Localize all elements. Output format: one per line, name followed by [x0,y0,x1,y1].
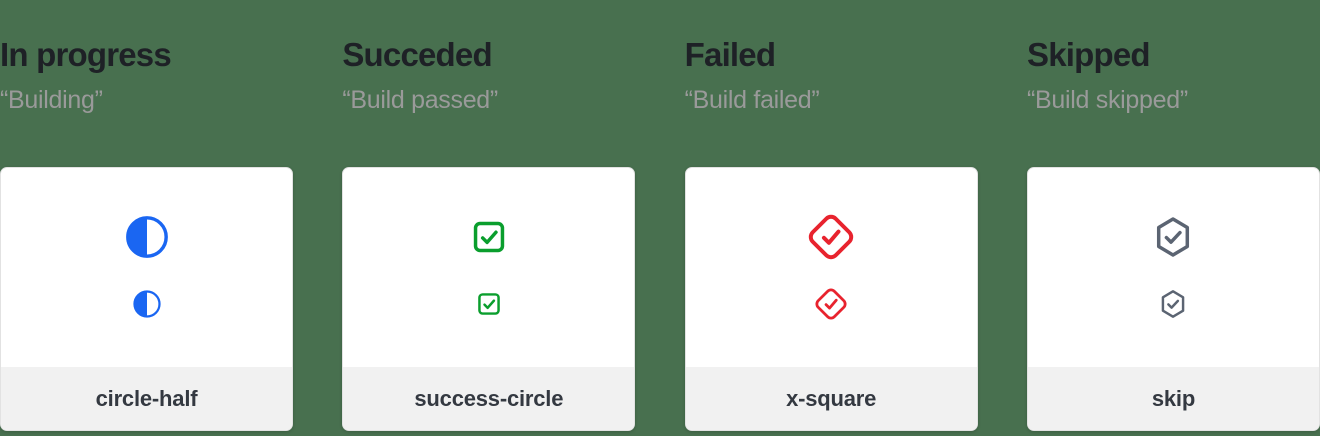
status-column-skipped: Skipped “Build skipped” skip [1026,0,1320,431]
status-title: In progress [0,36,172,73]
circle-half-icon-small [132,289,162,319]
status-subtitle: “Build failed” [684,86,820,114]
status-title: Succeded [342,36,492,73]
check-square-icon-small [475,291,502,318]
icon-name-label: skip [1151,385,1196,411]
circle-half-icon [124,214,170,260]
icon-name-label: circle-half [95,385,198,411]
check-diamond-icon [806,212,856,262]
icon-preview-area [1,168,292,367]
status-title: Skipped [1026,36,1151,73]
status-column-in-progress: In progress “Building” circle- [0,0,293,431]
status-subtitle: “Building” [0,86,103,114]
icon-name-label: success-circle [414,385,564,411]
status-column-succeeded: Succeded “Build passed” succes [342,0,636,431]
icon-card: skip [1026,167,1320,431]
check-diamond-icon-small [814,287,849,322]
status-column-failed: Failed “Build failed” x-square [684,0,978,431]
status-title: Failed [684,36,776,73]
check-hexagon-icon [1151,215,1195,259]
status-subtitle: “Build passed” [342,86,498,114]
icon-name-footer: circle-half [1,367,292,430]
icon-preview-area [1028,168,1319,367]
check-square-icon [470,218,508,256]
icon-name-footer: x-square [685,367,977,430]
icon-name-footer: skip [1027,367,1319,430]
status-subtitle: “Build skipped” [1026,86,1188,114]
icon-preview-area [343,168,634,367]
icon-card: success-circle [342,167,636,431]
icon-card: x-square [684,167,978,431]
icon-name-label: x-square [786,385,877,411]
check-hexagon-icon-small [1158,289,1189,320]
icon-name-footer: success-circle [343,367,635,430]
icon-card: circle-half [0,167,293,431]
icon-preview-area [686,168,977,367]
